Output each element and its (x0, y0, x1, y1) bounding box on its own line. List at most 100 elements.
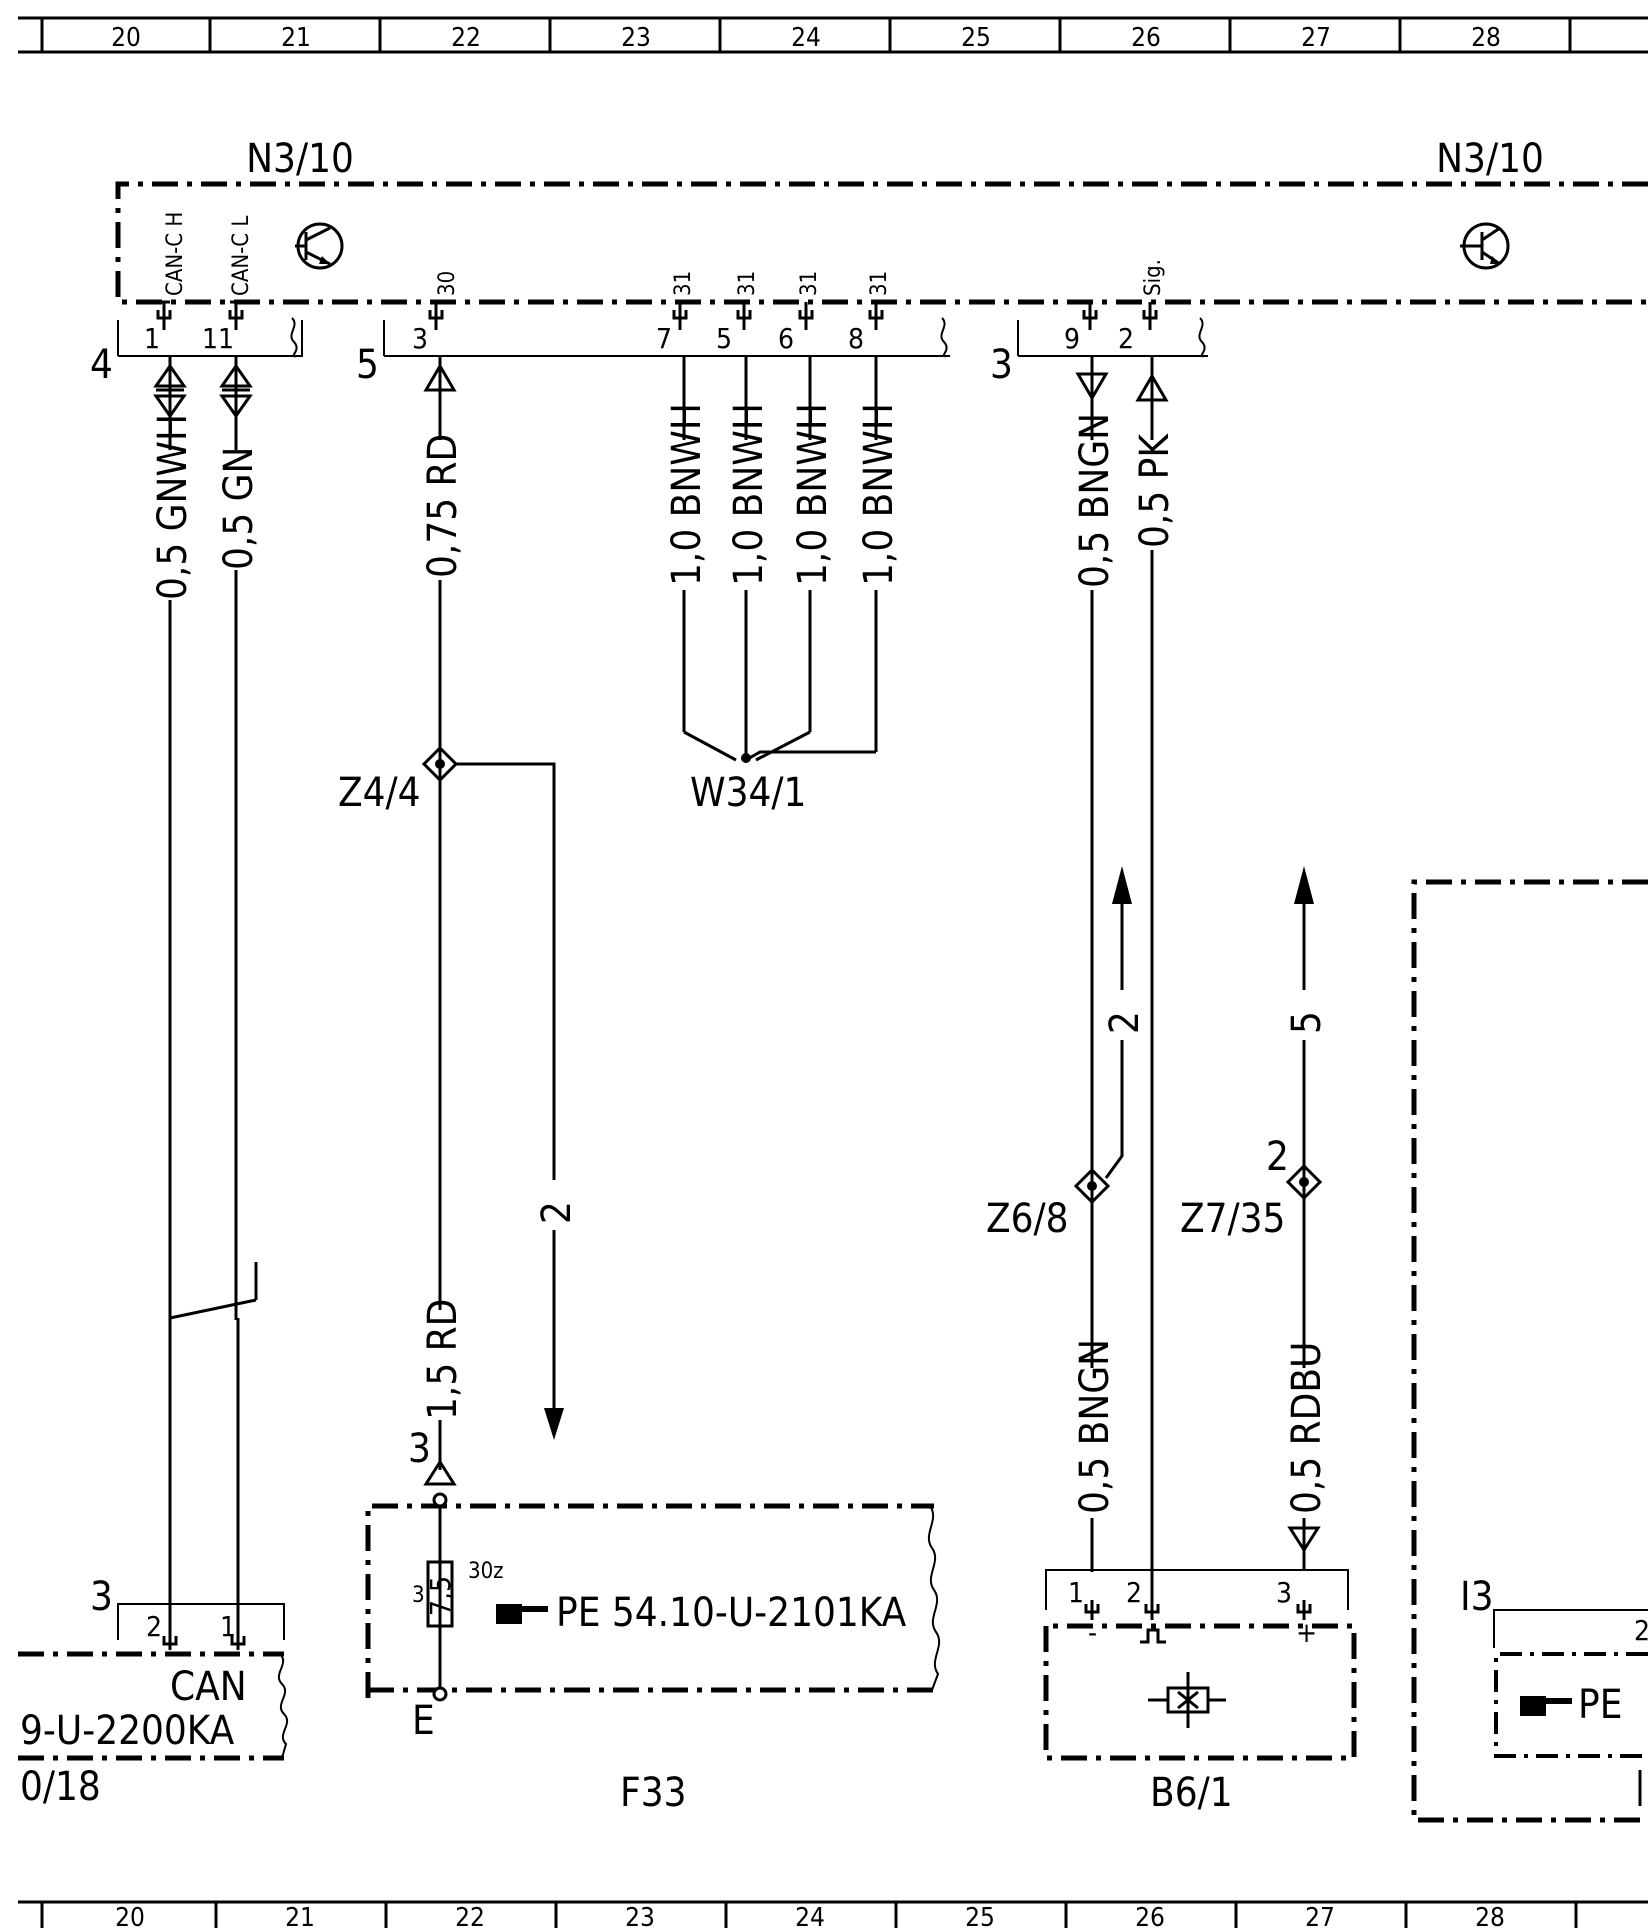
pin-1-label: 1 (144, 322, 160, 355)
fuse-rating: 7,5 (424, 1576, 457, 1616)
can-connector-label: 3 (90, 1574, 113, 1620)
connector-3-label: 3 (990, 342, 1013, 388)
can-reference: 9-U-2200KA (20, 1708, 235, 1754)
fuse-pin-label: 3 (412, 1583, 425, 1608)
splice-z7-35: 5 Z7/35 2 0,5 RDBU (1180, 866, 1330, 1570)
pin-name-31-d: 31 (867, 271, 892, 296)
n3-10-border (115, 181, 1648, 305)
pin-name-sig: Sig. (1141, 259, 1166, 296)
fuse-terminal-label: 30z (468, 1559, 504, 1584)
pin-name-31-b: 31 (735, 271, 760, 296)
grid-top-22: 22 (451, 23, 481, 53)
connector-5-label: 5 (356, 342, 379, 388)
wire-gnwh: 0,5 GNWH (150, 356, 196, 1600)
pin-5-label: 5 (716, 322, 732, 355)
f33-ground-label: E (412, 1698, 435, 1744)
hand-pointer-icon (496, 1604, 548, 1624)
splice-z7-ref: 5 (1284, 1011, 1330, 1034)
b6-minus-label: - (1088, 1616, 1097, 1649)
b6-plus-label: + (1296, 1616, 1317, 1649)
connector-4: 4 1 11 (90, 317, 303, 388)
wire-bngn: 0,5 BNGN 0,5 BNGN (1072, 356, 1118, 1572)
pin-3-label: 3 (412, 322, 428, 355)
transistor-icon-left (295, 222, 344, 270)
b6-pin-3-label: 3 (1276, 1576, 1292, 1609)
b6-pin-2-label: 2 (1126, 1576, 1142, 1609)
connector-4-label: 4 (90, 342, 113, 388)
grid-bottom-27: 27 (1305, 1903, 1335, 1928)
grid-strip-bottom: 20 21 22 23 24 25 26 27 28 (18, 1900, 1648, 1928)
i3-block: I3 2 PE (1411, 879, 1648, 1823)
fuse-box-f33: 7,5 30z 3 E PE 54.10-U-2101KA F33 (365, 1492, 941, 1816)
pin-name-31-a: 31 (671, 271, 696, 296)
pin-name-can-c-l: CAN-C L (229, 216, 254, 296)
b6-pin-1-label: 1 (1068, 1576, 1084, 1609)
grid-bottom-22: 22 (455, 1903, 485, 1928)
wires-bnwh-group: 1,0 BNWH 1,0 BNWH 1,0 BNWH 1,0 BNWH W34/… (664, 356, 902, 816)
wire-label-bnwh-4: 1,0 BNWH (856, 403, 902, 586)
splice-z4-label: Z4/4 (338, 770, 421, 816)
grid-bottom-23: 23 (625, 1903, 655, 1928)
w34-1-label: W34/1 (690, 770, 806, 816)
f33-connector-label: 3 (408, 1426, 431, 1472)
wire-label-rd-075: 0,75 RD (420, 434, 466, 578)
grid-top-23: 23 (621, 23, 651, 53)
splice-z7-number: 2 (1266, 1134, 1289, 1180)
grid-top-27: 27 (1301, 23, 1331, 53)
n3-10-label-right: N3/10 (1436, 136, 1544, 182)
splice-z7-label: Z7/35 (1180, 1196, 1285, 1242)
i3-reference[interactable]: PE (1578, 1682, 1622, 1728)
grid-bottom-28: 28 (1475, 1903, 1505, 1928)
pin-name-can-c-h: CAN-C H (163, 212, 188, 296)
pin-11-label: 11 (202, 322, 234, 355)
n3-10-control-unit: N3/10 N3/10 CAN-C H CAN-C L 30 31 31 31 … (115, 136, 1648, 305)
grid-bottom-20: 20 (115, 1903, 145, 1928)
wire-label-bngn-bottom: 0,5 BNGN (1072, 1339, 1118, 1514)
pin-9-label: 9 (1064, 322, 1080, 355)
hand-pointer-icon-i3 (1520, 1696, 1572, 1716)
wire-gn: 0,5 GN (169, 356, 262, 1600)
splice-z6-label: Z6/8 (986, 1196, 1069, 1242)
connector-3-top: 3 9 2 (990, 317, 1208, 388)
fuse-icon (426, 1560, 454, 1628)
can-pin-2-label: 2 (146, 1610, 162, 1643)
wire-rd-075: 0,75 RD (420, 356, 466, 1470)
sensor-element-icon (1148, 1672, 1226, 1728)
splice-z4-ref: 2 (534, 1201, 580, 1224)
i3-pin-label: 2 (1634, 1614, 1648, 1647)
splice-z6-ref: 2 (1102, 1011, 1148, 1034)
pin-stubs (156, 300, 1158, 330)
wire-label-gn: 0,5 GN (216, 447, 262, 570)
can-block: 3 2 1 CAN 9-U-2200KA 0/18 (18, 1574, 289, 1810)
wire-pk: 0,5 PK (1132, 356, 1178, 1612)
n3-10-label-left: N3/10 (246, 136, 354, 182)
can-label: CAN (170, 1664, 247, 1710)
grid-top-28: 28 (1471, 23, 1501, 53)
grid-top-20: 20 (111, 23, 141, 53)
wire-rd-15: 1,5 RD 3 (408, 1299, 466, 1486)
can-pin-1-label: 1 (220, 1610, 236, 1643)
grid-top-21: 21 (281, 23, 311, 53)
connector-5: 5 3 7 5 6 8 (356, 317, 950, 388)
pin-name-31-c: 31 (797, 271, 822, 296)
grid-top-24: 24 (791, 23, 821, 53)
wire-label-bngn-top: 0,5 BNGN (1072, 413, 1118, 588)
pin-2-label: 2 (1118, 322, 1134, 355)
grid-bottom-24: 24 (795, 1903, 825, 1928)
wire-label-bnwh-3: 1,0 BNWH (790, 403, 836, 586)
pin-7-label: 7 (656, 322, 672, 355)
sensor-b6-1: 1 2 3 - + B6/1 (1043, 1569, 1357, 1816)
f33-reference[interactable]: PE 54.10-U-2101KA (556, 1590, 907, 1636)
b6-1-label: B6/1 (1150, 1770, 1233, 1816)
wire-label-pk: 0,5 PK (1132, 433, 1178, 548)
wire-label-gnwh: 0,5 GNWH (150, 414, 196, 600)
grid-bottom-25: 25 (965, 1903, 995, 1928)
wire-label-bnwh-2: 1,0 BNWH (726, 403, 772, 586)
i3-label: I3 (1460, 1574, 1494, 1620)
wire-label-rd-15: 1,5 RD (420, 1299, 466, 1420)
grid-bottom-21: 21 (285, 1903, 315, 1928)
f33-label: F33 (620, 1770, 686, 1816)
grid-top-26: 26 (1131, 23, 1161, 53)
